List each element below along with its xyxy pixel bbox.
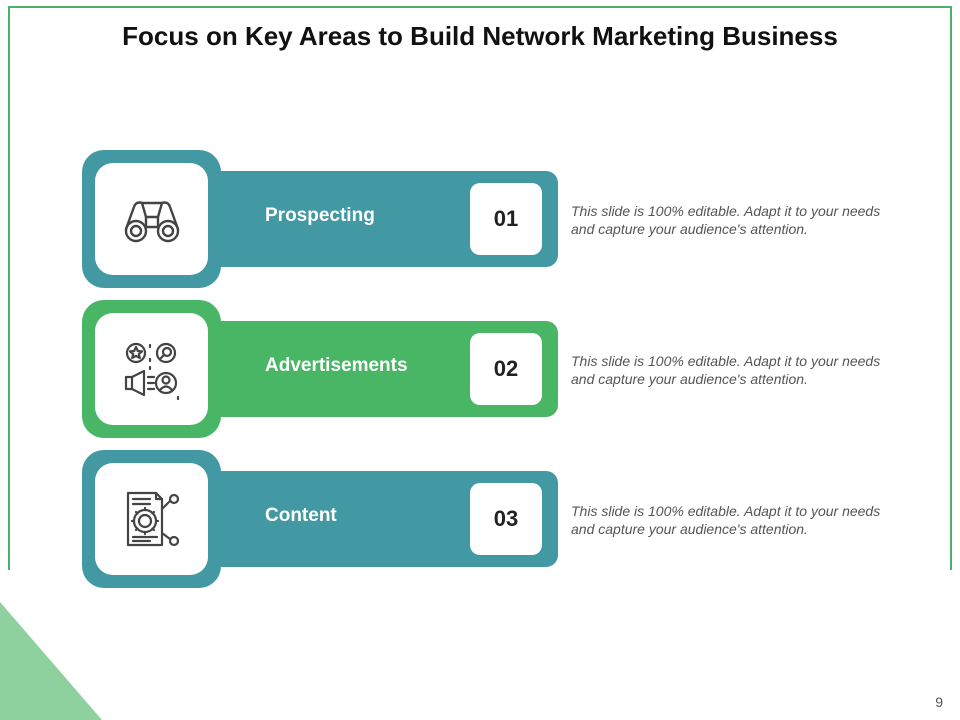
key-area-number: 03 xyxy=(470,483,542,555)
slide-title: Focus on Key Areas to Build Network Mark… xyxy=(122,21,838,51)
key-area-label: Content xyxy=(265,505,337,526)
icon-frame xyxy=(82,450,221,588)
key-area-row-prospecting: Prospecting 01 This slide is 100% editab… xyxy=(82,150,882,290)
key-area-label: Advertisements xyxy=(265,355,408,376)
icon-tile xyxy=(95,463,208,575)
key-area-number: 01 xyxy=(470,183,542,255)
key-area-row-advertisements: Advertisements 02 This slide is 100% edi… xyxy=(82,300,882,440)
slide-frame xyxy=(8,6,952,570)
document-gear-icon xyxy=(126,491,179,547)
page-number: 9 xyxy=(935,694,943,710)
megaphone-marketing-icon xyxy=(124,342,179,401)
icon-tile xyxy=(95,313,208,425)
icon-frame xyxy=(82,300,221,438)
key-area-description: This slide is 100% editable. Adapt it to… xyxy=(571,353,881,387)
key-area-description: This slide is 100% editable. Adapt it to… xyxy=(571,503,881,537)
key-area-label: Prospecting xyxy=(265,205,375,226)
key-area-number: 02 xyxy=(470,333,542,405)
key-area-row-content: Content 03 This slide is 100% editable. … xyxy=(82,450,882,590)
binoculars-icon xyxy=(124,201,179,243)
corner-decoration xyxy=(0,602,102,720)
icon-frame xyxy=(82,150,221,288)
key-area-description: This slide is 100% editable. Adapt it to… xyxy=(571,203,881,237)
icon-tile xyxy=(95,163,208,275)
